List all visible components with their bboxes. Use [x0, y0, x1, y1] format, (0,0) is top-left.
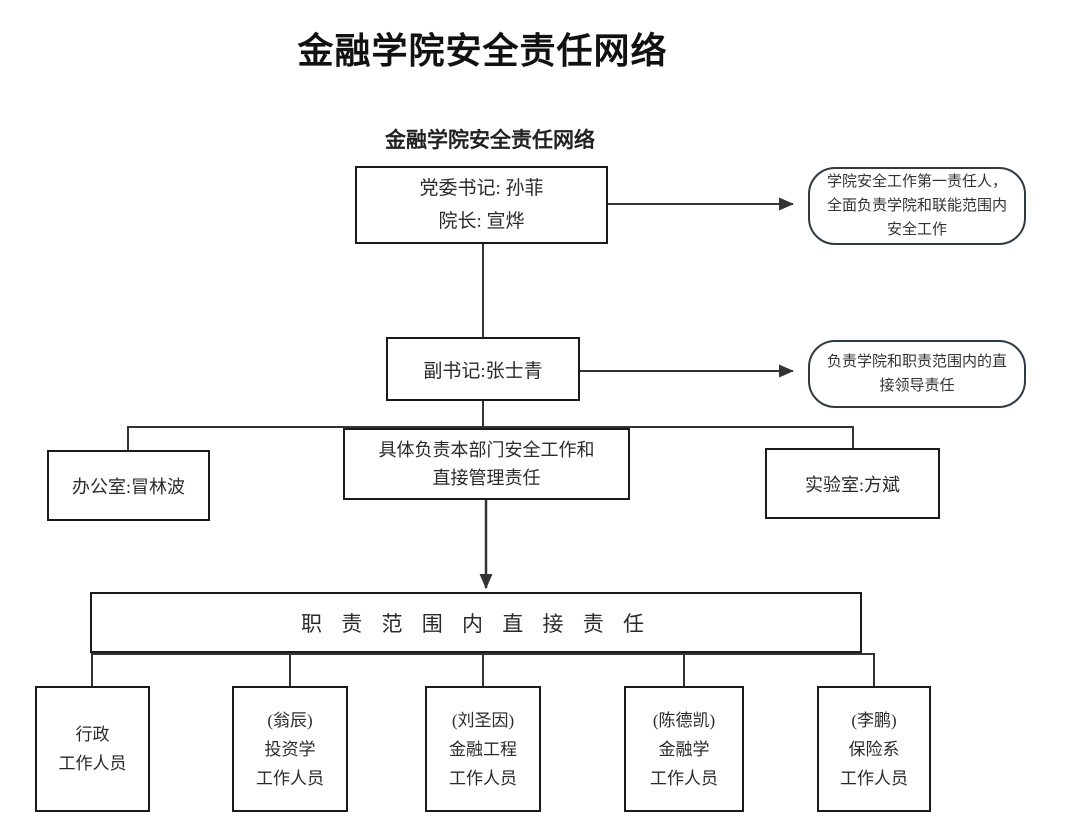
node-office: 办公室:冒林波: [47, 450, 210, 521]
node-leadership: 党委书记: 孙菲 院长: 宣烨: [355, 166, 608, 244]
page-title: 金融学院安全责任网络: [297, 30, 668, 71]
staff-box-financial-engineering: (刘圣因) 金融工程 工作人员: [425, 686, 541, 812]
note-first-responsibility: 学院安全工作第一责任人， 全面负责学院和联能范围内 安全工作: [808, 167, 1026, 245]
note-direct-leadership: 负责学院和职责范围内的直 接领导责任: [808, 340, 1026, 408]
staff-box-finance: (陈德凯) 金融学 工作人员: [624, 686, 744, 812]
diagram-subtitle: 金融学院安全责任网络: [385, 129, 595, 152]
staff-box-insurance: (李鹏) 保险系 工作人员: [817, 686, 931, 812]
node-vice-secretary: 副书记:张士青: [386, 337, 580, 401]
staff-box-investment: (翁辰) 投资学 工作人员: [232, 686, 348, 812]
direct-duty-bar: 职 责 范 围 内 直 接 责 任: [90, 592, 862, 653]
node-duty-center: 具体负责本部门安全工作和 直接管理责任: [343, 428, 630, 500]
node-lab: 实验室:方斌: [765, 448, 940, 519]
staff-box-administration: 行政 工作人员: [35, 686, 150, 812]
